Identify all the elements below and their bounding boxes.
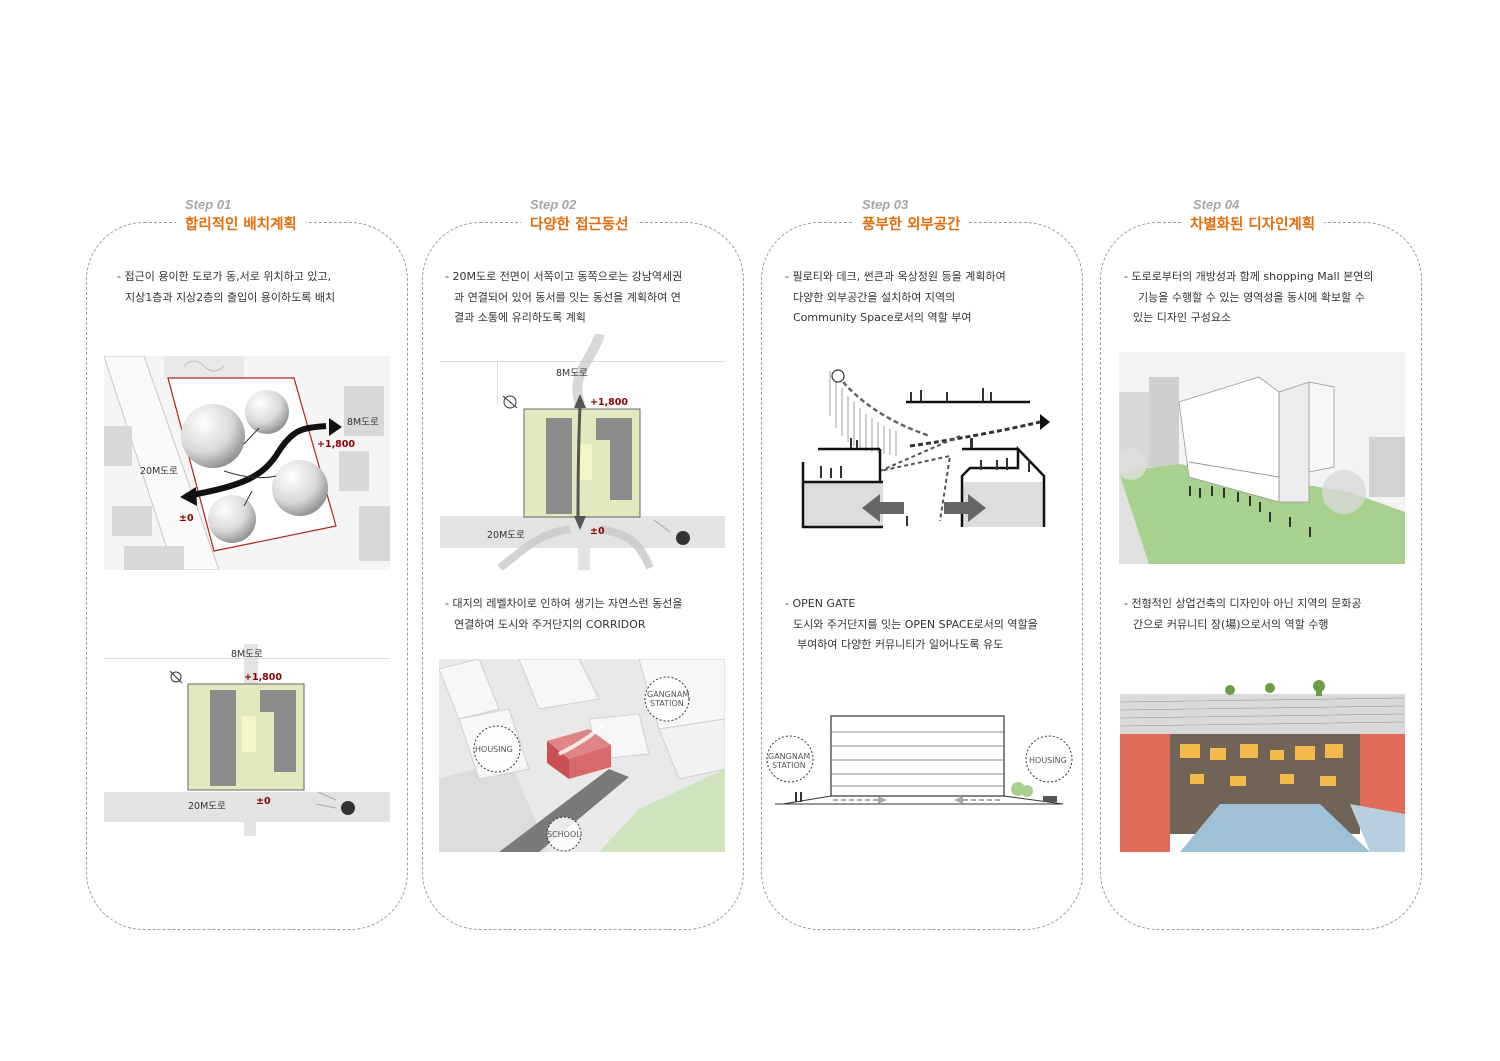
- step-04-sketch-render-figure: [1120, 664, 1405, 852]
- road-8m-label: 8M도로: [347, 417, 379, 428]
- desc-line: 지상1층과 지상2층의 출입이 용이하도록 배치: [125, 290, 336, 304]
- step-03-description: - 필로티와 데크, 썬큰과 옥상정원 등을 계획하여 다양한 외부공간을 설치…: [785, 267, 1006, 329]
- step-03-title: 풍부한 외부공간: [853, 215, 970, 235]
- desc-line: 기능을 수행할 수 있는 영역성을 동시에 확보할 수: [1138, 290, 1365, 304]
- step-04-description-2: - 전형적인 상업건축의 디자인아 아닌 지역의 문화공 간으로 커뮤니티 장(…: [1124, 594, 1361, 635]
- road-20m-label: 20M도로: [487, 530, 525, 541]
- step-01-label: Step 01: [185, 197, 232, 212]
- step-01-block-diagram-figure: 8M도로 +1,800 20M도로 ±0: [104, 644, 390, 836]
- level-zero-label: ±0: [590, 526, 605, 537]
- desc-line: 도시와 주거단지를 잇는 OPEN SPACE로서의 역할을: [793, 617, 1038, 631]
- step-04-title: 차별화된 디자인계획: [1181, 215, 1325, 235]
- station-label-line1: GANGNAM: [768, 752, 810, 761]
- step-03-section-diagram-figure: [800, 356, 1050, 532]
- station-label-line2: STATION: [772, 761, 806, 770]
- housing-label: HOUSING: [1029, 756, 1067, 765]
- step-03-open-gate-figure: GANGNAM STATION HOUSING: [763, 712, 1081, 810]
- step-02-aerial-context-figure: HOUSING GANGNAM STATION SCHOOL: [439, 659, 725, 852]
- desc-line: 간으로 커뮤니티 장(場)으로서의 역할 수행: [1133, 617, 1329, 631]
- station-label-line1: GANGNAM: [647, 690, 689, 699]
- step-03-label: Step 03: [862, 197, 909, 212]
- desc-line: 연결하여 도시와 주거단지의 CORRIDOR: [454, 617, 646, 631]
- level-zero-label: ±0: [256, 796, 271, 807]
- desc-line: - OPEN GATE: [785, 597, 856, 610]
- step-02-access-flow-figure: 8M도로 +1,800 20M도로 ±0: [440, 334, 725, 570]
- step-02-description-2: - 대지의 레벨차이로 인하여 생기는 자연스런 동선을 연결하여 도시와 주거…: [445, 594, 682, 635]
- desc-line: 부여하여 다양한 커뮤니티가 일어나도록 유도: [797, 638, 1004, 651]
- step-04-description: - 도로로부터의 개방성과 함께 shopping Mall 본연의 기능을 수…: [1124, 267, 1374, 329]
- level-high-label: +1,800: [317, 439, 355, 450]
- desc-line: - 20M도로 전면이 서쪽이고 동쪽으로는 강남역세권: [445, 270, 683, 283]
- step-04-perspective-render-figure: [1119, 352, 1405, 564]
- station-label-line2: STATION: [650, 699, 684, 708]
- desc-line: 과 연결되어 있어 동서를 잇는 동선을 계획하여 연: [454, 290, 681, 304]
- road-20m-label: 20M도로: [188, 801, 226, 812]
- step-01-title: 합리적인 배치계획: [176, 215, 306, 235]
- housing-label: HOUSING: [475, 745, 513, 754]
- desc-line: - 전형적인 상업건축의 디자인아 아닌 지역의 문화공: [1124, 597, 1362, 610]
- desc-line: 결과 소통에 유리하도록 계획: [454, 311, 586, 324]
- step-01-site-plan-figure: 8M도로 +1,800 20M도로 ±0: [104, 356, 390, 570]
- level-zero-label: ±0: [179, 513, 194, 524]
- desc-line: Community Space로서의 역할 부여: [793, 311, 972, 324]
- step-04-label: Step 04: [1193, 197, 1240, 212]
- road-20m-label: 20M도로: [140, 466, 178, 477]
- school-label: SCHOOL: [547, 830, 581, 839]
- road-8m-label: 8M도로: [231, 649, 263, 660]
- desc-line: - 도로로부터의 개방성과 함께 shopping Mall 본연의: [1124, 270, 1374, 283]
- step-01-description: - 접근이 용이한 도로가 동,서로 위치하고 있고, 지상1층과 지상2층의 …: [117, 267, 335, 308]
- desc-line: - 필로티와 데크, 썬큰과 옥상정원 등을 계획하여: [785, 270, 1006, 283]
- step-02-title: 다양한 접근동선: [521, 215, 638, 235]
- level-high-label: +1,800: [590, 397, 628, 408]
- desc-line: - 대지의 레벨차이로 인하여 생기는 자연스런 동선을: [445, 597, 683, 610]
- step-03-description-2: - OPEN GATE 도시와 주거단지를 잇는 OPEN SPACE로서의 역…: [785, 594, 1038, 656]
- desc-line: - 접근이 용이한 도로가 동,서로 위치하고 있고,: [117, 270, 332, 283]
- desc-line: 있는 디자인 구성요소: [1133, 311, 1232, 324]
- step-02-description: - 20M도로 전면이 서쪽이고 동쪽으로는 강남역세권 과 연결되어 있어 동…: [445, 267, 682, 329]
- level-high-label: +1,800: [244, 672, 282, 683]
- step-02-label: Step 02: [530, 197, 577, 212]
- road-8m-label: 8M도로: [556, 368, 588, 379]
- desc-line: 다양한 외부공간을 설치하여 지역의: [793, 290, 956, 304]
